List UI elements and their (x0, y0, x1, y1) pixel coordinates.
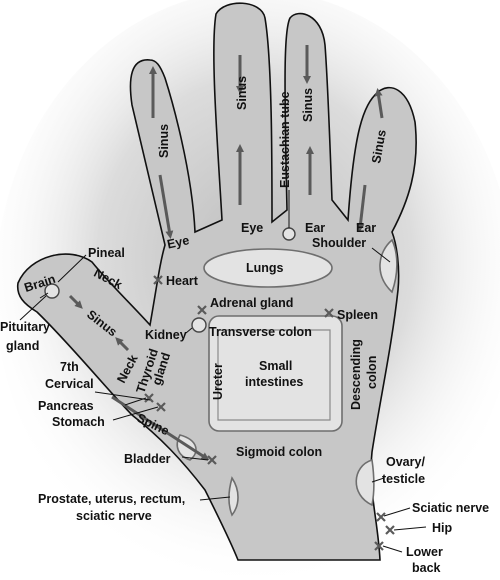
shoulder-label: Shoulder (312, 236, 366, 250)
sciatic-leader (383, 507, 411, 517)
sinus-label-finger2: Sinus (235, 76, 249, 110)
intestines-zone (208, 315, 343, 432)
eye-label-left: Eye (166, 233, 191, 251)
descending-colon-label-line2: colon (365, 356, 379, 389)
pancreas-xmark (144, 393, 154, 403)
pituitary-label-line2: gland (6, 339, 39, 353)
stomach-label: Stomach (52, 415, 105, 429)
kidney-leader (185, 327, 193, 334)
hip-label: Hip (432, 521, 453, 535)
brain-leader (39, 292, 49, 299)
sinus-arrow-finger4 (374, 88, 384, 119)
sinus-arrow-thumb (68, 294, 83, 309)
ear-label-middle: Ear (305, 221, 325, 235)
prostate-leader (199, 496, 231, 501)
bladder-label: Bladder (124, 452, 171, 466)
shoulder-leader (371, 247, 391, 263)
spleen-xmark (324, 308, 334, 318)
sciatic-nerve-label: Sciatic nerve (412, 501, 489, 515)
bladder-leader (181, 456, 209, 461)
prostate-label-line1: Prostate, uterus, rectum, (38, 492, 185, 506)
ovary-testicle-label-line2: testicle (382, 472, 425, 486)
transverse-colon-label: Transverse colon (209, 325, 312, 339)
bladder-xmark (207, 455, 217, 465)
lungs-zone (203, 248, 333, 288)
hip-leader (393, 526, 427, 531)
colon-inner-line (217, 329, 331, 421)
stomach-leader (112, 406, 159, 421)
pancreas-leader (124, 397, 147, 406)
eye-arrow-finger1 (158, 174, 174, 239)
heart-label: Heart (166, 274, 199, 288)
prostate-label-line2: sciatic nerve (76, 509, 152, 523)
ovary-zone (355, 458, 375, 507)
neck-arrow-thumb (115, 337, 130, 352)
ovary-testicle-label-line1: Ovary/ (386, 455, 425, 469)
sigmoid-colon-label: Sigmoid colon (236, 445, 322, 459)
ureter-label: Ureter (211, 363, 225, 400)
lungs-label: Lungs (246, 261, 284, 275)
lower-back-leader (382, 545, 403, 553)
descending-colon-label-line1: Descending (349, 339, 363, 410)
hip-xmark (385, 525, 395, 535)
pituitary-label-line1: Pituitary (0, 320, 50, 334)
spleen-label: Spleen (337, 308, 378, 322)
pituitary-point (44, 283, 60, 299)
lower-back-label-line1: Lower (406, 545, 443, 559)
small-intestines-label-line2: intestines (245, 375, 303, 389)
stomach-xmark (156, 402, 166, 412)
pineal-label: Pineal (88, 246, 125, 260)
lower-back-xmark (374, 541, 384, 551)
sinus-label-finger1: Sinus (157, 124, 171, 158)
adrenal-xmark (197, 305, 207, 315)
kidney-label: Kidney (145, 328, 187, 342)
sinus-label-finger3: Sinus (301, 88, 315, 122)
eustachian-tube-label: Eustachian tube (278, 91, 292, 188)
kidney-point (191, 317, 207, 333)
ear-arrow-finger4 (356, 184, 367, 232)
spine-arrow (111, 395, 210, 461)
sinus-label-finger4: Sinus (369, 129, 389, 165)
eye-label-right: Eye (241, 221, 263, 235)
ear-point (282, 227, 296, 241)
adrenal-gland-label: Adrenal gland (210, 296, 293, 310)
pancreas-label: Pancreas (38, 399, 94, 413)
lower-back-label-line2: back (412, 561, 441, 575)
sciatic-xmark (376, 512, 386, 522)
seventh-cervical-label-line1: 7th (60, 360, 79, 374)
pineal-leader (57, 254, 87, 283)
shoulder-zone (379, 238, 398, 294)
prostate-zone (228, 476, 239, 517)
ear-label-right: Ear (356, 221, 376, 235)
pituitary-leader (19, 295, 47, 321)
heart-xmark (153, 275, 163, 285)
small-intestines-label-line1: Small (259, 359, 292, 373)
seventh-cervical-leader (94, 391, 151, 401)
ovary-leader (371, 477, 385, 483)
seventh-cervical-label-line2: Cervical (45, 377, 94, 391)
